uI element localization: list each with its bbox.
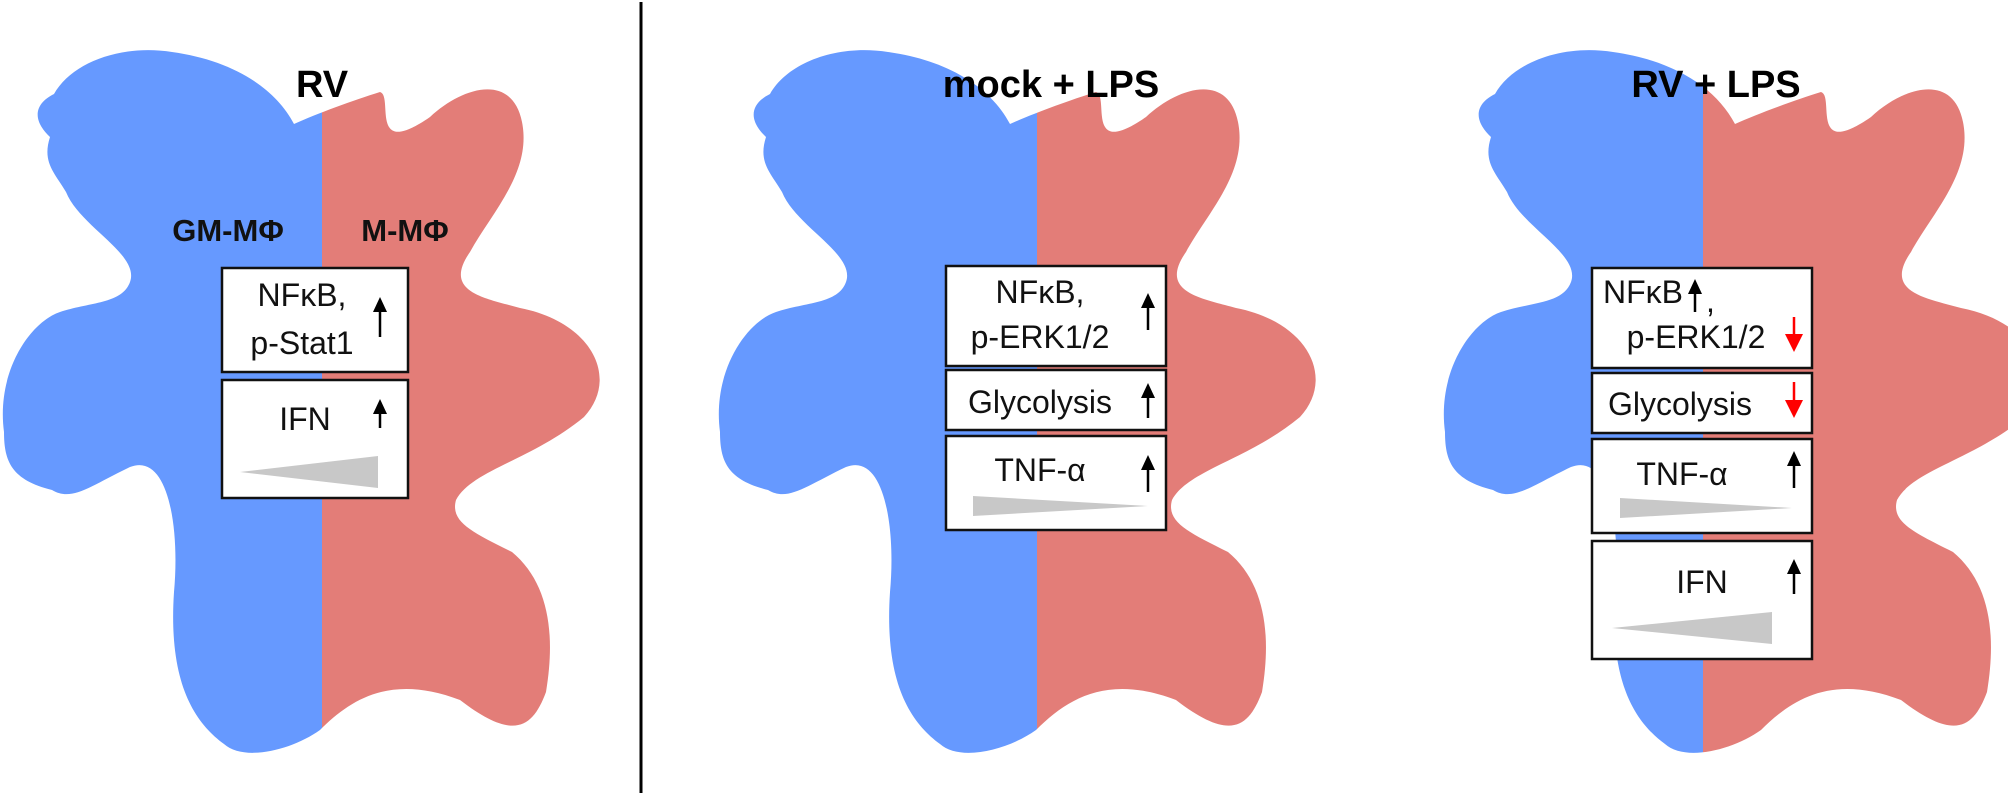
- box-line: p-Stat1: [250, 325, 353, 361]
- box-line: p-ERK1/2: [971, 319, 1110, 355]
- arrow-up-icon: [373, 297, 387, 337]
- box-line: p-ERK1/2: [1627, 319, 1766, 355]
- increasing-gradient-wedge: [240, 456, 378, 488]
- arrow-up-icon: [1141, 293, 1155, 330]
- glycolysis-box: Glycolysis: [1590, 371, 1814, 435]
- box-line: Glycolysis: [1608, 386, 1752, 422]
- decreasing-gradient-wedge: [973, 496, 1148, 516]
- arrow-up-icon: [1787, 559, 1801, 594]
- arrow-up-icon: [1141, 455, 1155, 492]
- box-line: IFN: [1676, 564, 1728, 600]
- arrow-down-icon: [1785, 382, 1803, 418]
- panel-title: RV: [296, 64, 349, 106]
- box-line: Glycolysis: [968, 384, 1112, 420]
- panel-title: RV + LPS: [1631, 64, 1800, 106]
- tnf-alpha-box: TNF-α: [944, 434, 1168, 532]
- arrow-down-icon: [1785, 317, 1803, 352]
- arrow-up-icon: [373, 399, 387, 428]
- comma-text: ,: [1706, 283, 1715, 319]
- ifn-box: IFN: [220, 378, 410, 500]
- m-macrophage-label: M-MΦ: [361, 213, 448, 248]
- gm-macrophage-label: GM-MΦ: [172, 213, 284, 248]
- ifn-box: IFN: [1590, 539, 1814, 661]
- tnf-alpha-box: TNF-α: [1590, 437, 1814, 535]
- arrow-up-icon: [1141, 383, 1155, 418]
- nfkb-erk-box: NFκB, p-ERK1/2: [944, 264, 1168, 368]
- nfkb-erk-box: NFκB , p-ERK1/2: [1590, 266, 1814, 370]
- box-line: IFN: [279, 401, 331, 437]
- arrow-up-icon: [1688, 279, 1702, 312]
- box-line: NFκB,: [258, 277, 347, 313]
- increasing-gradient-wedge: [1612, 612, 1772, 644]
- box-line: NFκB,: [996, 274, 1085, 310]
- panel-title: mock + LPS: [943, 64, 1159, 106]
- box-line: TNF-α: [1636, 456, 1727, 492]
- panel-rv-lps: RV + LPS NFκB , p-ERK1/2 Glycolysis: [1443, 50, 2008, 753]
- panel-rv: RV GM-MΦ M-MΦ NFκB, p-Stat1 IFN: [2, 50, 600, 753]
- box-line: TNF-α: [994, 452, 1085, 488]
- nfkb-stat1-box: NFκB, p-Stat1: [220, 266, 410, 374]
- box-line: NFκB: [1603, 274, 1683, 310]
- glycolysis-box: Glycolysis: [944, 368, 1168, 432]
- decreasing-gradient-wedge: [1620, 498, 1792, 518]
- panel-mock-lps: mock + LPS NFκB, p-ERK1/2 Glycolysis TNF…: [718, 50, 1316, 753]
- arrow-up-icon: [1787, 451, 1801, 488]
